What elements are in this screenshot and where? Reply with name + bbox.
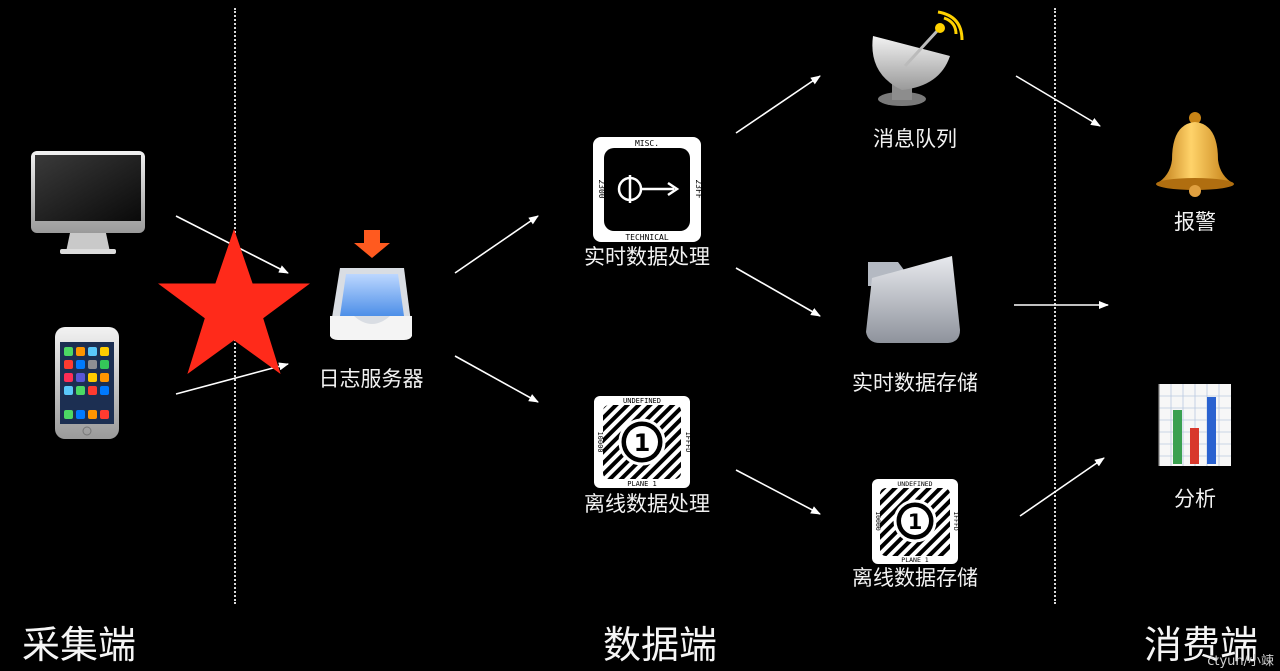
- arrow-offline-to-offstorage: [735, 469, 821, 515]
- misc-tile-bottom-label: TECHNICAL: [625, 233, 669, 242]
- arrow-realtime-to-queue: [735, 75, 821, 134]
- label-log-server: 日志服务器: [318, 367, 424, 391]
- bar-chart-icon: [1158, 384, 1231, 466]
- label-alarm: 报警: [1174, 210, 1216, 234]
- label-realtime-processing: 实时数据处理: [584, 245, 710, 269]
- label-message-queue: 消息队列: [873, 127, 957, 151]
- inbox-tray-icon: [330, 230, 412, 340]
- arrow-queue-to-alarm: [1015, 75, 1101, 127]
- misc-tile-right-label: 23FF: [694, 179, 703, 198]
- folder-icon: [866, 256, 960, 343]
- arrow-logserver-to-offline: [454, 355, 539, 403]
- divider-data-consume: [1054, 8, 1056, 604]
- highlight-star-icon: [158, 229, 310, 374]
- plane-tile-small-bottom-label: PLANE 1: [901, 556, 928, 564]
- monitor-icon: [31, 151, 145, 254]
- arrow-phone-to-logserver: [175, 362, 289, 395]
- label-realtime-storage: 实时数据存储: [852, 371, 978, 395]
- alarm-bell-icon: [1156, 112, 1234, 197]
- plane-tile-small-right-label: 1FFFD: [952, 511, 960, 531]
- misc-tile-left-label: 2300: [597, 179, 606, 198]
- plane-tile-small-center: 1: [908, 510, 923, 534]
- plane-tile-large-left-label: 10000: [596, 431, 604, 452]
- section-consume: 消费端: [1144, 623, 1259, 667]
- plane-tile-small-top-label: UNDEFINED: [897, 480, 932, 488]
- plane-tile-large-top-label: UNDEFINED: [623, 397, 661, 405]
- satellite-dish-icon: [872, 10, 964, 106]
- plane-tile-large-right-label: 1FFFD: [684, 431, 692, 452]
- label-analysis: 分析: [1174, 487, 1216, 511]
- section-data: 数据端: [603, 623, 718, 667]
- label-offline-processing: 离线数据处理: [584, 492, 710, 516]
- plane-tile-small-left-label: 10000: [874, 511, 882, 531]
- misc-tile-top-label: MISC.: [635, 139, 659, 148]
- plane-tile-large-bottom-label: PLANE 1: [627, 480, 657, 488]
- watermark: ctyun/小竦: [1207, 654, 1274, 669]
- plane-tile-small-icon: 1 UNDEFINED PLANE 1 10000 1FFFD: [872, 479, 960, 564]
- section-collect: 采集端: [22, 623, 137, 667]
- label-offline-storage: 离线数据存储: [852, 566, 978, 590]
- arrow-realtime-to-rtstorage: [735, 267, 821, 317]
- arrow-logserver-to-realtime: [454, 215, 539, 274]
- plane-tile-large-center: 1: [634, 429, 651, 457]
- arrow-offstorage-to-analysis: [1019, 457, 1105, 517]
- plane-tile-large-icon: 1 UNDEFINED PLANE 1 10000 1FFFD: [594, 396, 692, 488]
- smartphone-icon: [55, 327, 119, 439]
- misc-technical-tile-icon: MISC. TECHNICAL 2300 23FF: [593, 137, 703, 242]
